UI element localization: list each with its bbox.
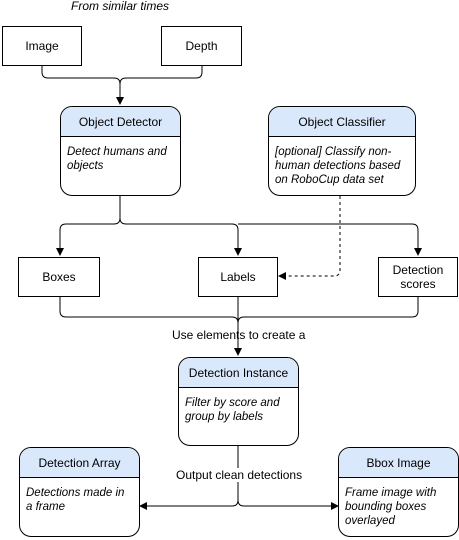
node-detection-instance-body: Filter by score and group by labels <box>185 397 280 423</box>
node-detection-instance-title: Detection Instance <box>179 358 298 388</box>
node-detection-instance: Detection Instance Filter by score and g… <box>178 357 299 446</box>
node-labels-label: Labels <box>220 270 256 284</box>
edge-detector-to-labels <box>119 196 242 256</box>
node-object-detector: Object Detector Detect humans and object… <box>60 106 181 196</box>
node-depth: Depth <box>161 26 242 66</box>
node-boxes-label: Boxes <box>42 270 76 284</box>
node-bbox-image: Bbox Image Frame image with bounding box… <box>338 447 459 537</box>
caption: From similar times <box>71 0 169 13</box>
edge-instance-to-bbox <box>237 499 339 510</box>
node-image-label: Image <box>25 39 59 53</box>
merge-label: Use elements to create a <box>172 328 306 342</box>
node-detection-array-body: Detections made in a frame <box>26 487 125 513</box>
node-boxes: Boxes <box>18 257 100 297</box>
edge-image-to-detector <box>41 66 124 105</box>
node-image: Image <box>2 26 82 66</box>
node-detection-array: Detection Array Detections made in a fra… <box>19 447 140 537</box>
node-bbox-image-title: Bbox Image <box>339 448 458 478</box>
edge-detector-to-scores <box>238 223 422 256</box>
edge-detector-to-boxes <box>56 196 121 256</box>
edge-scores-merge <box>237 297 419 324</box>
node-bbox-image-body: Frame image with bounding boxes overlaye… <box>345 487 437 527</box>
node-object-classifier-body: [optional] Classify non-human detections… <box>275 146 401 186</box>
node-object-classifier-title: Object Classifier <box>269 107 415 137</box>
node-object-detector-body: Detect humans and objects <box>67 146 167 172</box>
node-labels: Labels <box>198 257 278 297</box>
output-label: Output clean detections <box>175 468 304 482</box>
node-object-detector-title: Object Detector <box>61 107 180 137</box>
node-object-classifier: Object Classifier [optional] Classify no… <box>268 106 416 196</box>
node-detection-scores: Detection scores <box>378 257 458 297</box>
node-detection-scores-label: Detection scores <box>392 263 444 291</box>
edge-depth-to-detector <box>119 66 203 85</box>
edge-classifier-to-labels <box>278 196 341 280</box>
node-depth-label: Depth <box>185 39 218 53</box>
edge-boxes-merge <box>59 297 239 324</box>
node-detection-array-title: Detection Array <box>20 448 139 478</box>
